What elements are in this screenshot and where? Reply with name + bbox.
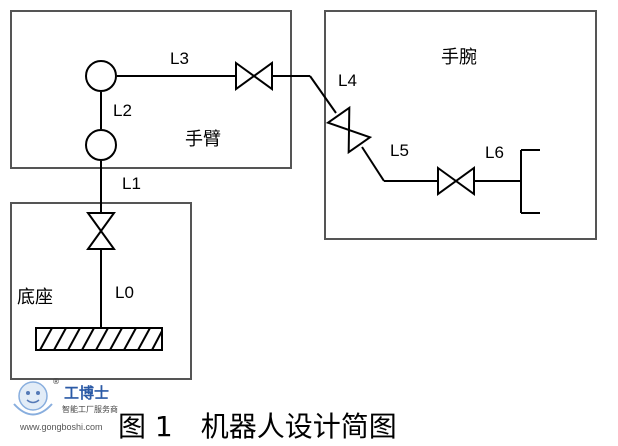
label-l2: L2 — [113, 101, 132, 120]
label-l4: L4 — [338, 71, 357, 90]
label-l3: L3 — [170, 49, 189, 68]
valve-l5 — [437, 166, 475, 196]
shoulder-joint — [85, 60, 117, 92]
label-l0: L0 — [115, 283, 134, 302]
label-l6: L6 — [485, 143, 504, 162]
elbow-joint — [85, 129, 117, 161]
watermark-url: www.gongboshi.com — [19, 422, 103, 432]
valve-l3 — [235, 61, 273, 91]
kinematic-links — [100, 75, 540, 328]
watermark-registered: ® — [52, 377, 60, 386]
label-l5: L5 — [390, 141, 409, 160]
label-l1: L1 — [122, 174, 141, 193]
figure-caption: 图 1 机器人设计简图 — [118, 410, 397, 443]
valve-base — [86, 212, 116, 250]
label-arm: 手臂 — [185, 129, 221, 150]
watermark-logo — [13, 381, 53, 416]
ground-hatch — [35, 327, 163, 351]
valve-l4 — [325, 105, 373, 155]
arm-box — [10, 10, 292, 169]
label-base: 底座 — [17, 287, 53, 308]
watermark-tagline: 智能工厂服务商 — [62, 404, 118, 414]
watermark-brand: 工博士 — [64, 384, 109, 402]
label-wrist: 手腕 — [441, 47, 477, 68]
wrist-box — [324, 10, 597, 240]
